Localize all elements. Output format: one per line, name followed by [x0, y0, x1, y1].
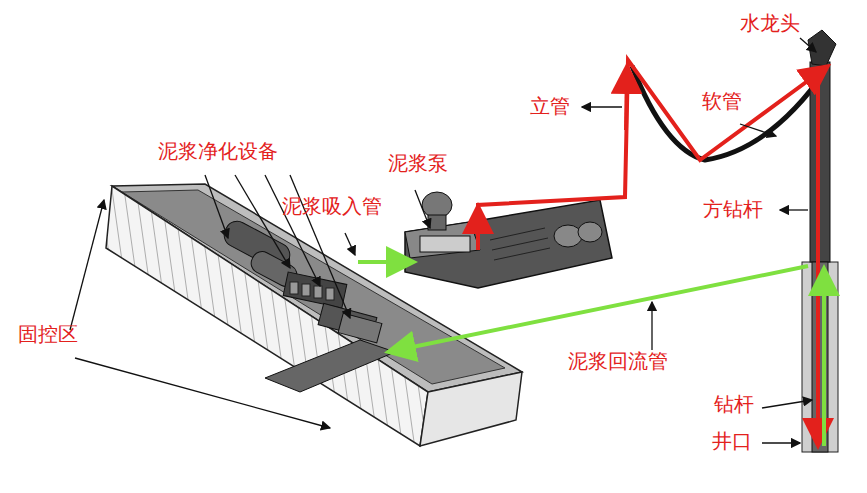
part-label: 软管: [702, 90, 742, 113]
part-label: 钻杆: [714, 393, 754, 416]
part-label: 水龙头: [740, 12, 800, 35]
part-label: 泥浆吸入管: [282, 195, 382, 218]
part-label: 立管: [530, 95, 570, 118]
part-label: 泥浆泵: [388, 152, 448, 175]
part-label: 井口: [712, 430, 752, 453]
part-label: 泥浆净化设备: [158, 140, 278, 163]
part-label: 方钻杆: [703, 198, 763, 221]
part-label: 泥浆回流管: [568, 350, 668, 373]
part-label: 固控区: [18, 323, 78, 346]
